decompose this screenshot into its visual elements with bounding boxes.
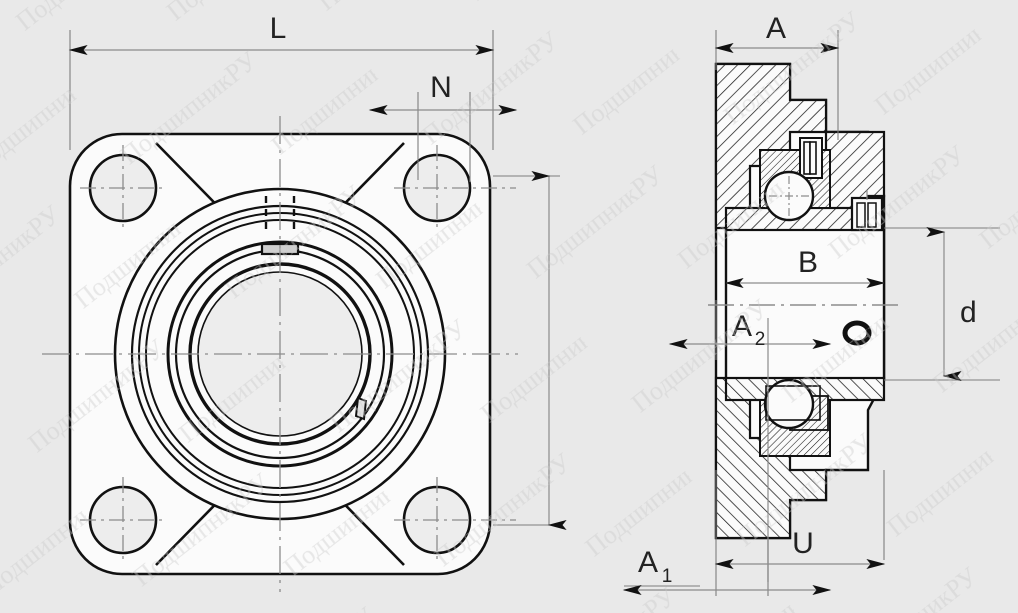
seal-lip-upper-2: [809, 141, 817, 175]
dimension-label-A: A: [766, 12, 786, 45]
dimension-label-A2: A: [732, 310, 752, 343]
dimension-label-B: B: [798, 246, 818, 279]
dimension-label-d: d: [960, 296, 977, 329]
dimension-label-A1-subscript: 1: [662, 566, 673, 587]
seal-lip-upper: [803, 141, 811, 175]
dimension-label-A2-subscript: 2: [755, 329, 766, 350]
ball-bearing-section-lower: [759, 378, 831, 457]
dimension-label-U: U: [792, 527, 814, 560]
ball-bearing-section-upper: [759, 137, 831, 222]
dimension-label-N: N: [430, 71, 452, 104]
dimension-label-A1: A: [638, 546, 658, 579]
dimension-label-L: L: [270, 12, 287, 45]
grub-screw-secondary: [354, 396, 368, 421]
